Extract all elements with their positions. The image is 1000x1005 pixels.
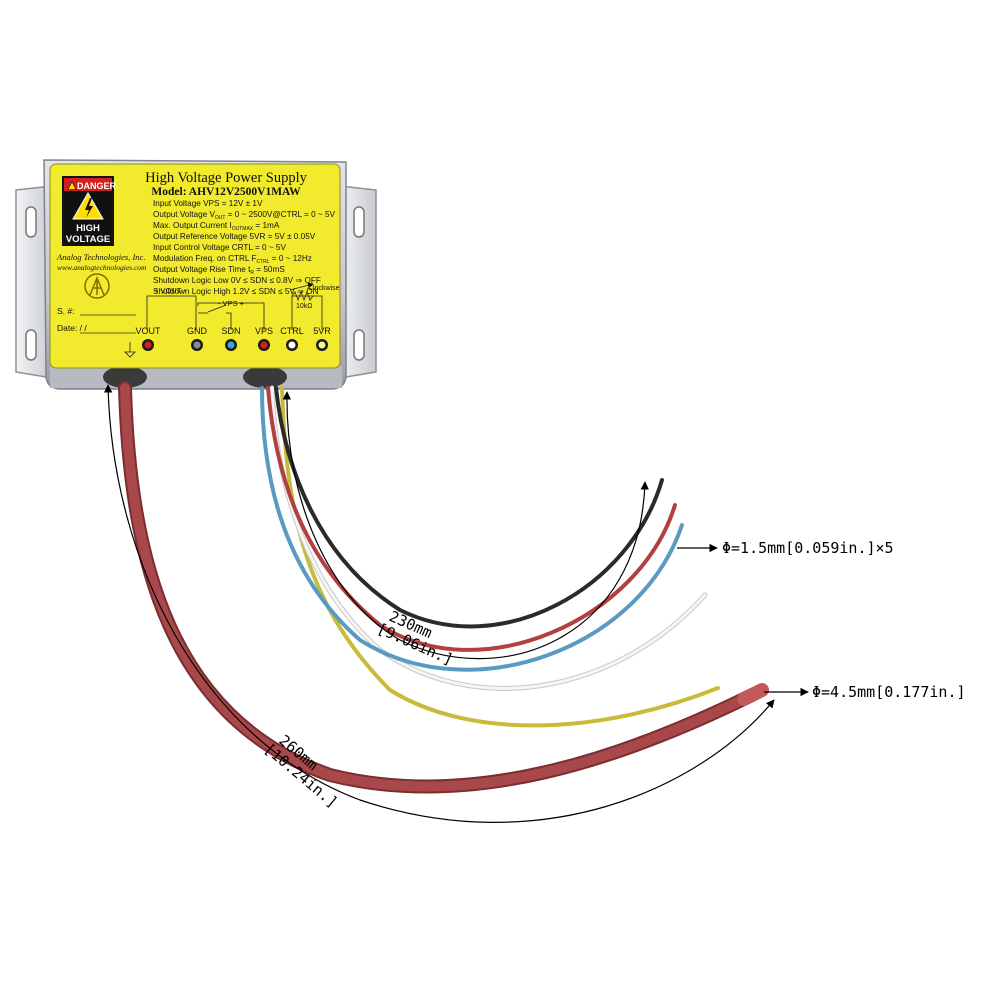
spec-input-control-voltage: Input Control Voltage CRTL = 0 ~ 5V (153, 243, 286, 252)
spec-rise-time: Output Voltage Rise Time tR = 50mS (153, 265, 285, 276)
vout-bracket-label: + VOUT - (154, 286, 186, 295)
danger-voltage-text: VOLTAGE (66, 234, 111, 245)
pin-terminal-gnd (193, 341, 201, 349)
spec-shutdown-low: Shutdown Logic Low 0V ≤ SDN ≤ 0.8V ⇒ OFF (153, 276, 321, 285)
serial-number-label: S. #: (57, 306, 74, 316)
wire-white (269, 385, 708, 691)
thin-wire-bundle (260, 385, 720, 728)
long-length-arc (103, 384, 775, 823)
vout-bracket (146, 295, 197, 330)
company-website: www.analogtechnologies.com (57, 263, 147, 272)
thick-wire-tip (737, 683, 769, 706)
pot-value-label: 10kΩ (296, 303, 313, 310)
danger-warning-icon (67, 180, 77, 190)
company-name: Analog Technologies, Inc. (56, 252, 145, 262)
danger-high-text: HIGH (76, 223, 100, 234)
wire-yellow (280, 386, 720, 728)
pin-label-gnd: GND (187, 326, 208, 336)
output-arrow (124, 342, 136, 358)
short-length-label: 230mm [9.06in.] (374, 607, 456, 669)
pin-terminal-ctrl (288, 341, 296, 349)
thick-wire (118, 381, 769, 794)
label-title: High Voltage Power Supply (145, 170, 308, 186)
thick-wire-highlight (120, 383, 757, 792)
spec-input-voltage: Input Voltage VPS = 12V ± 1V (153, 199, 263, 208)
pin-schematic (124, 282, 323, 358)
left-flange-slot-bottom (25, 329, 37, 361)
spec-shutdown-high: Shutdown Logic High 1.2V ≤ SDN ≤ 5V ⇒ ON (153, 287, 319, 296)
left-flange-slot-top (25, 206, 37, 238)
pin-terminal-vps (260, 341, 268, 349)
pin-terminal-5vr (318, 341, 326, 349)
sdn-switch (207, 304, 227, 313)
thick-wire-body (118, 381, 759, 794)
company-logo (84, 273, 110, 299)
spec-output-voltage: Output Voltage VOUT = 0 ~ 2500V@CTRL = 0… (153, 210, 336, 221)
long-length-label: 260mm [10.24in.] (261, 731, 342, 811)
danger-text: DANGER (77, 181, 117, 191)
dimension-lines (103, 384, 809, 823)
spec-modulation-frequency: Modulation Freq. on CTRL FCTRL = 0 ~ 12H… (153, 254, 312, 265)
right-flange-slot-top (353, 206, 365, 238)
label-background (49, 163, 341, 369)
enclosure-bottom-edge (50, 366, 342, 388)
thick-cable-grommet (103, 366, 147, 388)
spec-max-output-current: Max. Output Current IOUTMAX = 1mA (153, 221, 280, 232)
pot-wire (291, 295, 323, 330)
spec-output-reference-voltage: Output Reference Voltage 5VR = 5V ± 0.05… (153, 232, 316, 241)
spec-list: Input Voltage VPS = 12V ± 1V Output Volt… (153, 199, 336, 296)
thin-cable-grommet (243, 366, 287, 388)
product-label: DANGER HIGH VOLTAGE High Voltage Power S… (49, 163, 341, 369)
label-model: Model: AHV12V2500V1MAW (151, 186, 301, 198)
pin-label-ctrl: CTRL (280, 326, 304, 336)
right-flange-slot-bottom (353, 329, 365, 361)
pin-terminal-sdn (227, 341, 235, 349)
vps-bracket-label: - VPS + (218, 299, 245, 308)
lightning-bolt-icon (85, 198, 93, 218)
pin-row: VOUT GND SDN VPS CTRL 5VR (135, 326, 331, 351)
danger-header (64, 178, 112, 191)
wire-black (274, 386, 664, 629)
pot-resistor (291, 290, 314, 302)
company-logo-mark (89, 276, 105, 296)
pin-label-5vr: 5VR (313, 326, 331, 336)
vps-bracket (197, 302, 265, 330)
clockwise-arrow (289, 282, 314, 291)
date-label: Date: / / (57, 323, 87, 333)
wire-white-core (270, 386, 707, 690)
thin-wire-diameter: Φ=1.5mm[0.059in.]×5 (722, 539, 894, 557)
thick-wire-diameter: Φ=4.5mm[0.177in.] (812, 683, 966, 701)
clockwise-label: Clockwise (308, 285, 340, 292)
pin-label-sdn: SDN (221, 326, 240, 336)
pin-label-vout: VOUT (135, 326, 161, 336)
pin-label-vps: VPS (255, 326, 273, 336)
sdn-wire (198, 312, 232, 330)
pin-terminal-vout (144, 341, 152, 349)
